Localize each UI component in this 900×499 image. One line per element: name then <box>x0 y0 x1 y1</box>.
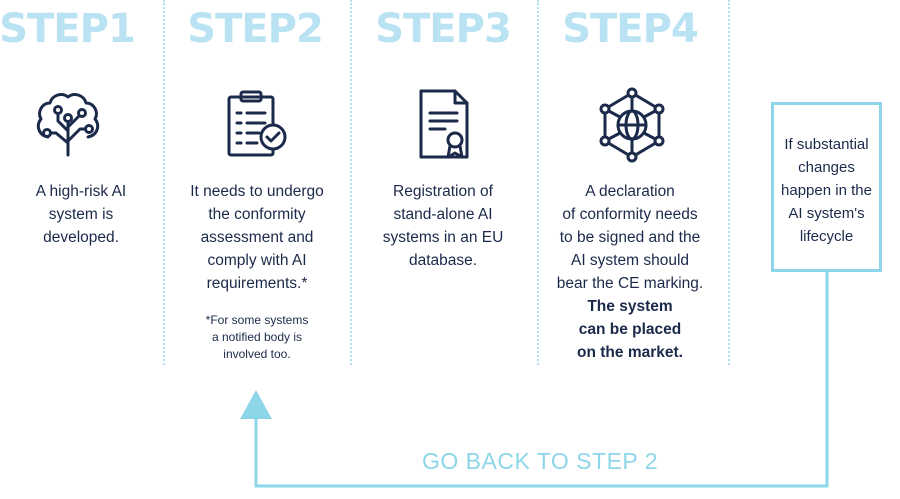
bold-text-line: can be placed <box>578 321 682 338</box>
text-line: to be signed and the <box>559 229 701 246</box>
bold-text-line: The system <box>587 298 673 315</box>
step4-description: A declaration of conformity needs to be … <box>545 180 715 364</box>
text-line: of conformity needs <box>562 206 698 223</box>
arrowhead-up-icon <box>240 390 272 419</box>
clipboard-checklist-icon <box>227 90 287 157</box>
text-line: database. <box>408 252 478 269</box>
text-line: systems in an EU <box>382 229 504 246</box>
box-text-line: If substantial <box>784 136 869 153</box>
box-text-line: happen in the <box>781 182 872 199</box>
text-line: AI system should <box>570 252 690 269</box>
step3-description: Registration of stand-alone AI systems i… <box>358 180 528 272</box>
text-line: requirements.* <box>206 275 308 292</box>
box-text-line: lifecycle <box>799 228 854 245</box>
certificate-document-icon <box>419 89 469 159</box>
step1-title: STEP1 <box>0 6 136 52</box>
text-line: It needs to undergo <box>190 183 324 200</box>
column-divider <box>163 0 165 365</box>
text-line: stand-alone AI <box>393 206 493 223</box>
column-divider <box>537 0 539 365</box>
note-line: *For some systems <box>205 313 309 327</box>
text-line: system is <box>48 206 114 223</box>
text-line: comply with AI <box>207 252 307 269</box>
step1-description: A high-risk AI system is developed. <box>0 180 166 249</box>
text-line: bear the CE marking. <box>556 275 704 292</box>
step3-title: STEP3 <box>375 6 512 52</box>
text-line: the conformity <box>208 206 306 223</box>
globe-network-icon <box>599 87 665 163</box>
column-divider <box>350 0 352 365</box>
note-line: a notified body is <box>211 330 303 344</box>
go-back-label: GO BACK TO STEP 2 <box>421 448 659 474</box>
text-line: developed. <box>43 229 119 246</box>
step2-title: STEP2 <box>187 6 324 52</box>
ai-brain-circuit-icon <box>36 93 100 157</box>
bold-text-line: on the market. <box>577 344 683 361</box>
step2-description: It needs to undergo the conformity asses… <box>172 180 342 295</box>
step4-title: STEP4 <box>562 6 699 52</box>
step2-footnote: *For some systems a notified body is inv… <box>172 312 342 363</box>
note-line: involved too. <box>223 347 291 361</box>
box-text-line: changes <box>798 159 855 176</box>
column-divider <box>728 0 730 365</box>
text-line: assessment and <box>200 229 314 246</box>
loop-back-line <box>254 272 829 488</box>
text-line: A declaration <box>585 183 675 200</box>
text-line: A high-risk AI <box>35 183 127 200</box>
substantial-changes-box: If substantial changes happen in the AI … <box>771 102 882 272</box>
text-line: Registration of <box>393 183 493 200</box>
box-text-line: AI system's <box>788 205 865 222</box>
